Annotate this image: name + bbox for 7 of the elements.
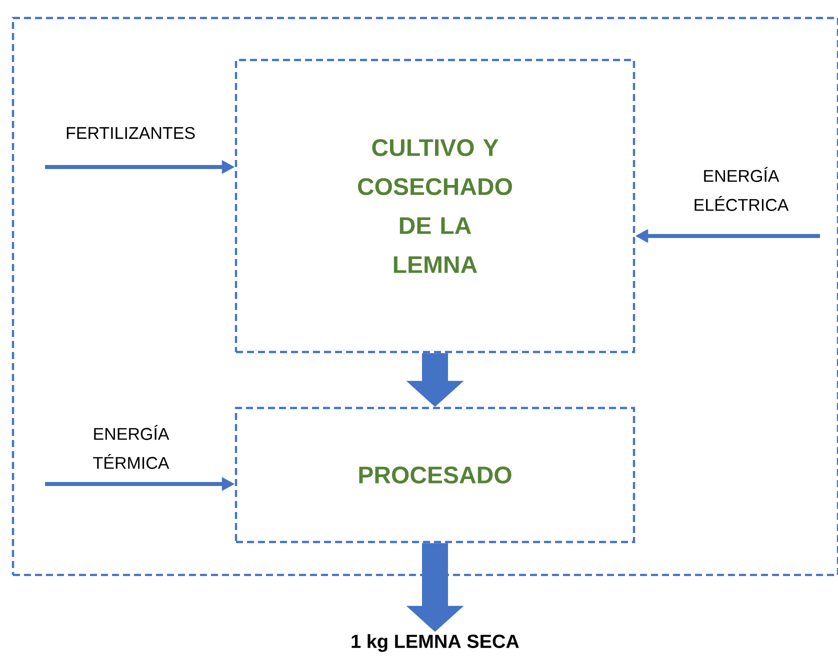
output-label: 1 kg LEMNA SECA (352, 634, 519, 652)
edge-label: ENERGÍA TÉRMICA (93, 425, 170, 469)
edge-label: FERTILIZANTES (66, 126, 195, 140)
boundary-box (12, 16, 838, 576)
edge-label: ENERGÍA ELÉCTRICA (694, 167, 789, 211)
process-box: PROCESADO (234, 406, 636, 544)
process-box: CULTIVO Y COSECHADO DE LA LEMNA (234, 58, 636, 354)
